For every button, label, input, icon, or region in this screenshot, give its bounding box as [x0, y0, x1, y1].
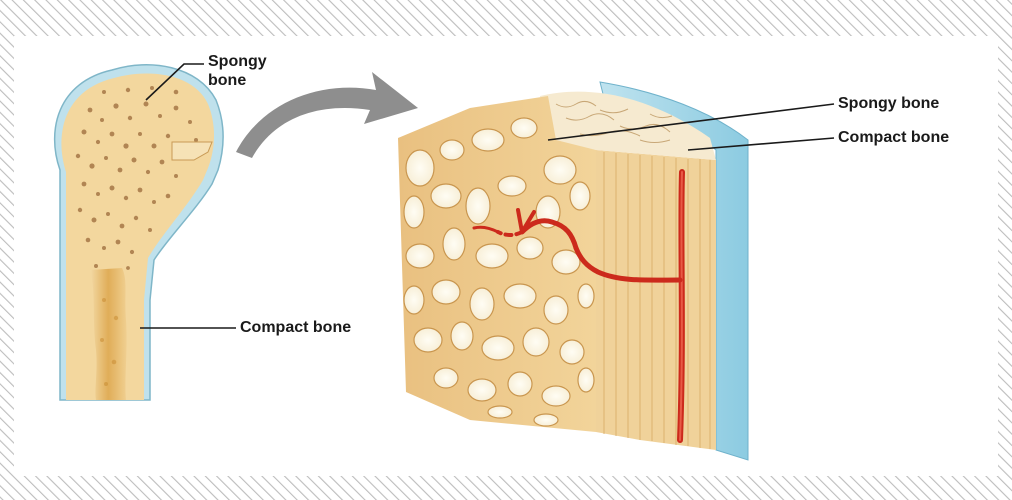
- label-spongy-line-2: bone: [208, 71, 267, 90]
- label-spongy-line-1: Spongy: [208, 52, 267, 71]
- label-spongy-bone-whole: Spongy bone: [208, 52, 267, 90]
- label-compact-bone-section: Compact bone: [838, 128, 949, 147]
- label-spongy-bone-section: Spongy bone: [838, 94, 939, 113]
- bone-section: [398, 82, 748, 460]
- label-compact-bone-whole: Compact bone: [240, 318, 351, 337]
